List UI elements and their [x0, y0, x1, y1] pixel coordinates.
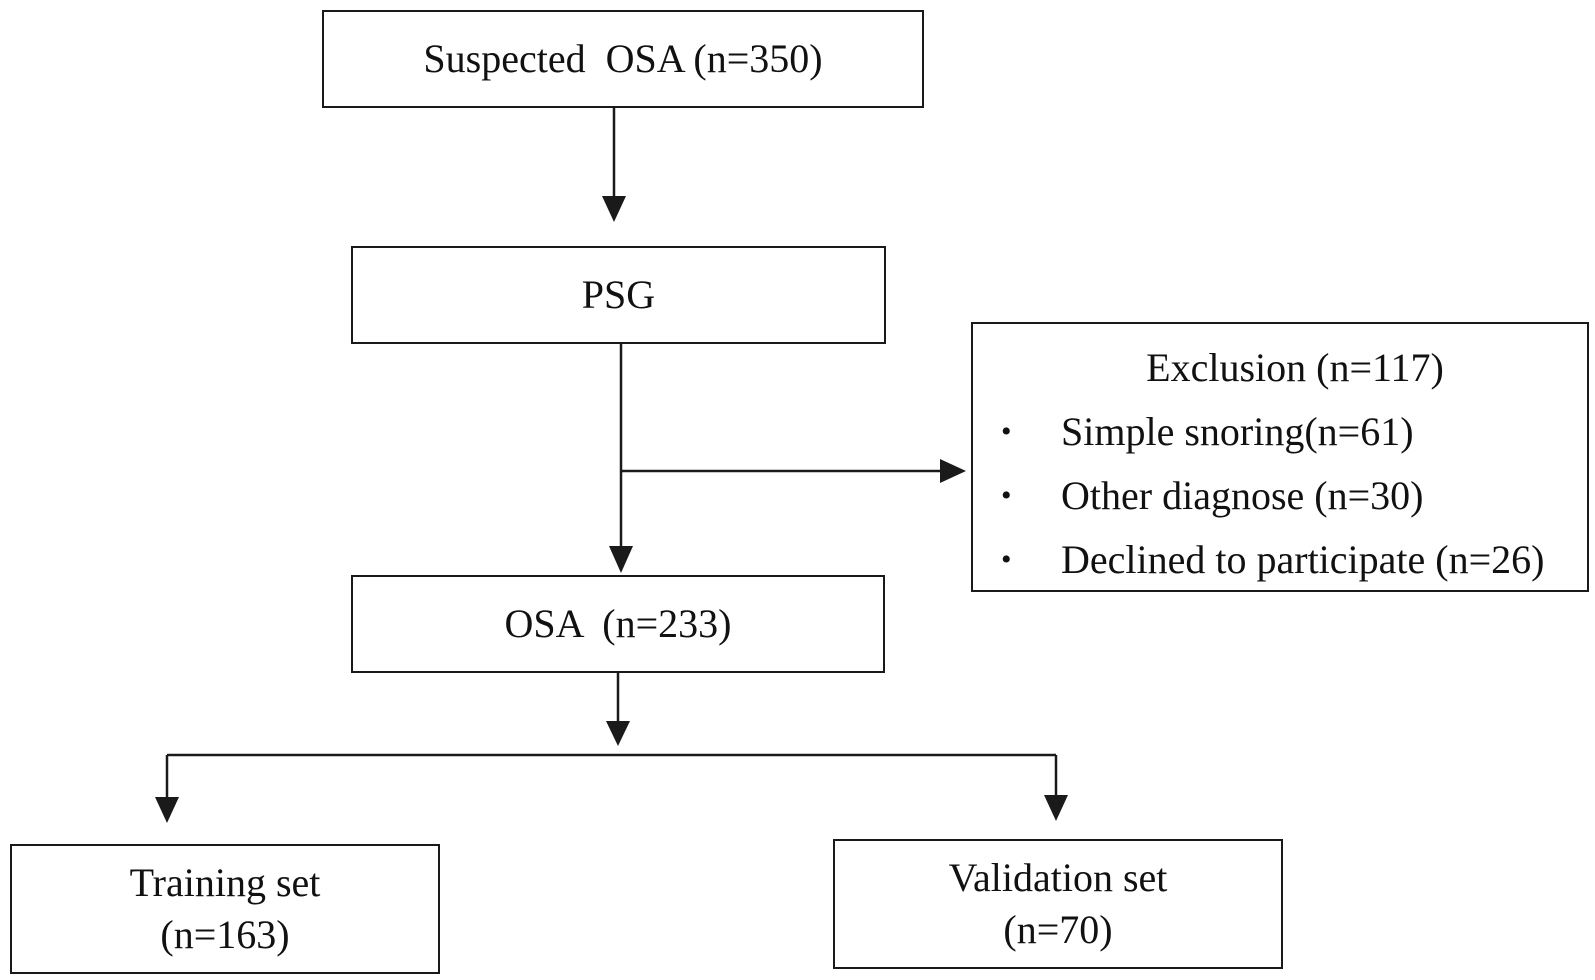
exclusion-item-label: Simple snoring(n=61) — [1061, 409, 1414, 454]
training-set-box: Training set (n=163) — [10, 844, 440, 974]
arrowhead-exclusion — [940, 459, 966, 483]
psg-box: PSG — [351, 246, 886, 344]
exclusion-box: Exclusion (n=117) • Simple snoring(n=61)… — [971, 322, 1589, 592]
exclusion-list: • Simple snoring(n=61) • Other diagnose … — [973, 400, 1587, 592]
exclusion-item: • Other diagnose (n=30) — [973, 464, 1587, 528]
psg-label: PSG — [581, 272, 656, 317]
exclusion-item-label: Declined to participate (n=26) — [1061, 537, 1545, 582]
validation-set-count: (n=70) — [1003, 907, 1113, 952]
exclusion-item: • Simple snoring(n=61) — [973, 400, 1587, 464]
arrowhead-validation — [1044, 795, 1068, 821]
arrowhead-osa — [609, 546, 633, 573]
training-set-count: (n=163) — [160, 912, 290, 957]
bullet-icon: • — [1001, 543, 1012, 576]
exclusion-item-label: Other diagnose (n=30) — [1061, 473, 1424, 518]
arrowhead-training — [155, 797, 179, 823]
validation-set-label: Validation set — [948, 855, 1168, 900]
arrowhead-psg — [602, 196, 626, 222]
exclusion-item: • Declined to participate (n=26) — [973, 528, 1587, 592]
arrowhead-split — [606, 721, 630, 746]
bullet-icon: • — [1001, 479, 1012, 512]
osa-label: OSA (n=233) — [504, 601, 732, 646]
training-set-label: Training set — [129, 860, 321, 905]
validation-set-box: Validation set (n=70) — [833, 839, 1283, 969]
suspected-osa-label: Suspected OSA (n=350) — [423, 36, 823, 81]
suspected-osa-box: Suspected OSA (n=350) — [322, 10, 924, 108]
exclusion-title: Exclusion (n=117) — [1146, 345, 1444, 390]
osa-box: OSA (n=233) — [351, 575, 885, 673]
bullet-icon: • — [1001, 415, 1012, 448]
